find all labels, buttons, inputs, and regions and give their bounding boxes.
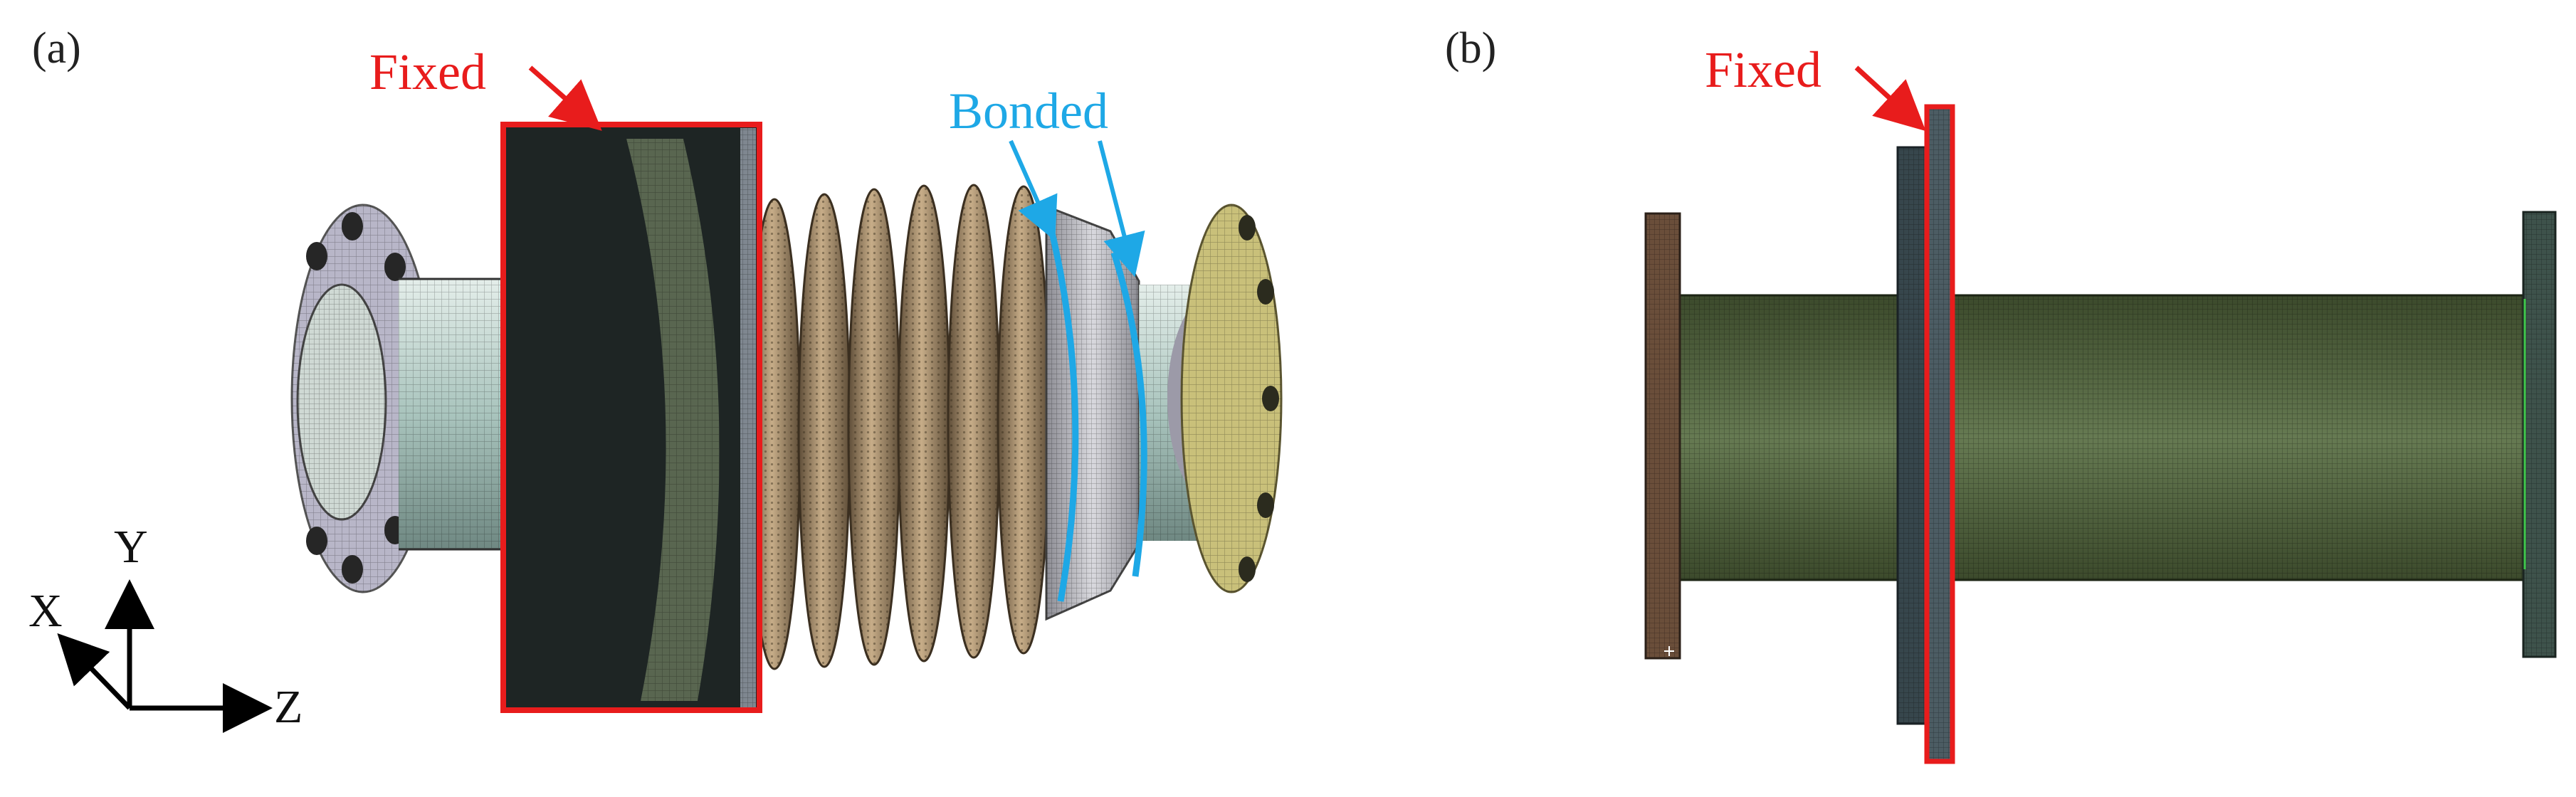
- right-flange: [1167, 204, 1283, 593]
- bonded-line-1: [1043, 209, 1079, 602]
- fixed-label-a: Fixed: [369, 43, 486, 100]
- fixed-arrow-b: [1854, 65, 1926, 132]
- z-axis-label: Z: [274, 681, 303, 733]
- right-flange-b: [2522, 211, 2557, 658]
- axis-triad: Y Z X: [28, 521, 303, 733]
- bonded-label: Bonded: [949, 83, 1108, 139]
- panel-a-label: (a): [32, 24, 81, 73]
- fixed-region-b: [1924, 104, 1955, 764]
- left-flange-b: [1644, 212, 1681, 660]
- panel-b-label: (b): [1445, 24, 1496, 73]
- fixed-arrow-a: [528, 65, 602, 131]
- bonded-arrow-1: [1009, 139, 1058, 241]
- middle-flange-b: [1896, 146, 1929, 725]
- bonded-arrow-2: [1098, 140, 1145, 278]
- x-axis-arrow: [57, 633, 132, 710]
- panel-a: (a): [28, 24, 1283, 733]
- bellows: [747, 184, 1051, 670]
- fixed-region-a: [500, 122, 762, 713]
- panel-b: (b): [1445, 24, 2557, 764]
- y-axis-label: Y: [114, 521, 148, 573]
- fixed-label-b: Fixed: [1705, 41, 1821, 98]
- pipe-b: [1678, 294, 2525, 581]
- x-axis-label: X: [28, 585, 63, 637]
- bonded-line-2: [1110, 251, 1147, 577]
